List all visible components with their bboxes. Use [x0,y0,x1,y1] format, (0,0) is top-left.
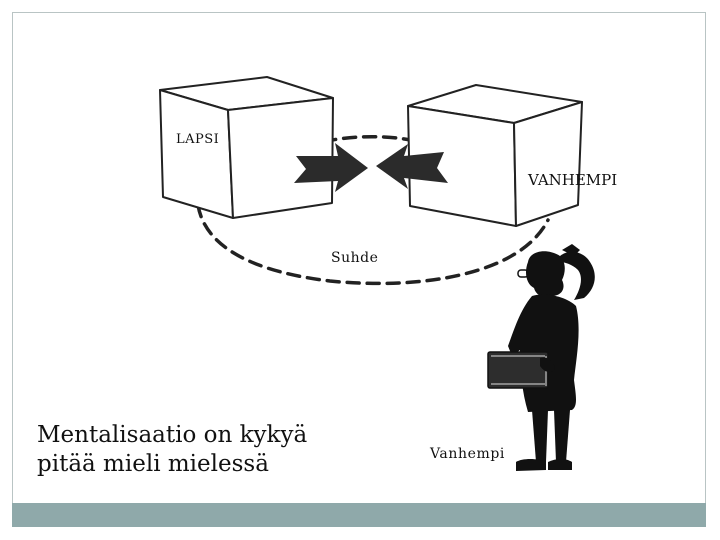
child-box-label: LAPSI [176,132,220,147]
slide-caption: Mentalisaatio on kykyä pitää mieli miele… [37,421,367,479]
cube-vanhempi [407,84,583,227]
parent-person-label: Vanhempi [430,446,506,462]
caption-line-2: pitää mieli mielessä [37,451,269,477]
relation-label: Suhde [331,250,379,266]
footer-bar [12,503,706,527]
arrow-left-icon [376,144,448,189]
caption-line-1: Mentalisaatio on kykyä [37,422,308,448]
thinking-parent-figure [487,244,595,471]
parent-box-label: VANHEMPI [528,171,618,189]
arrow-right-icon [294,143,368,192]
cube-lapsi [159,76,334,219]
